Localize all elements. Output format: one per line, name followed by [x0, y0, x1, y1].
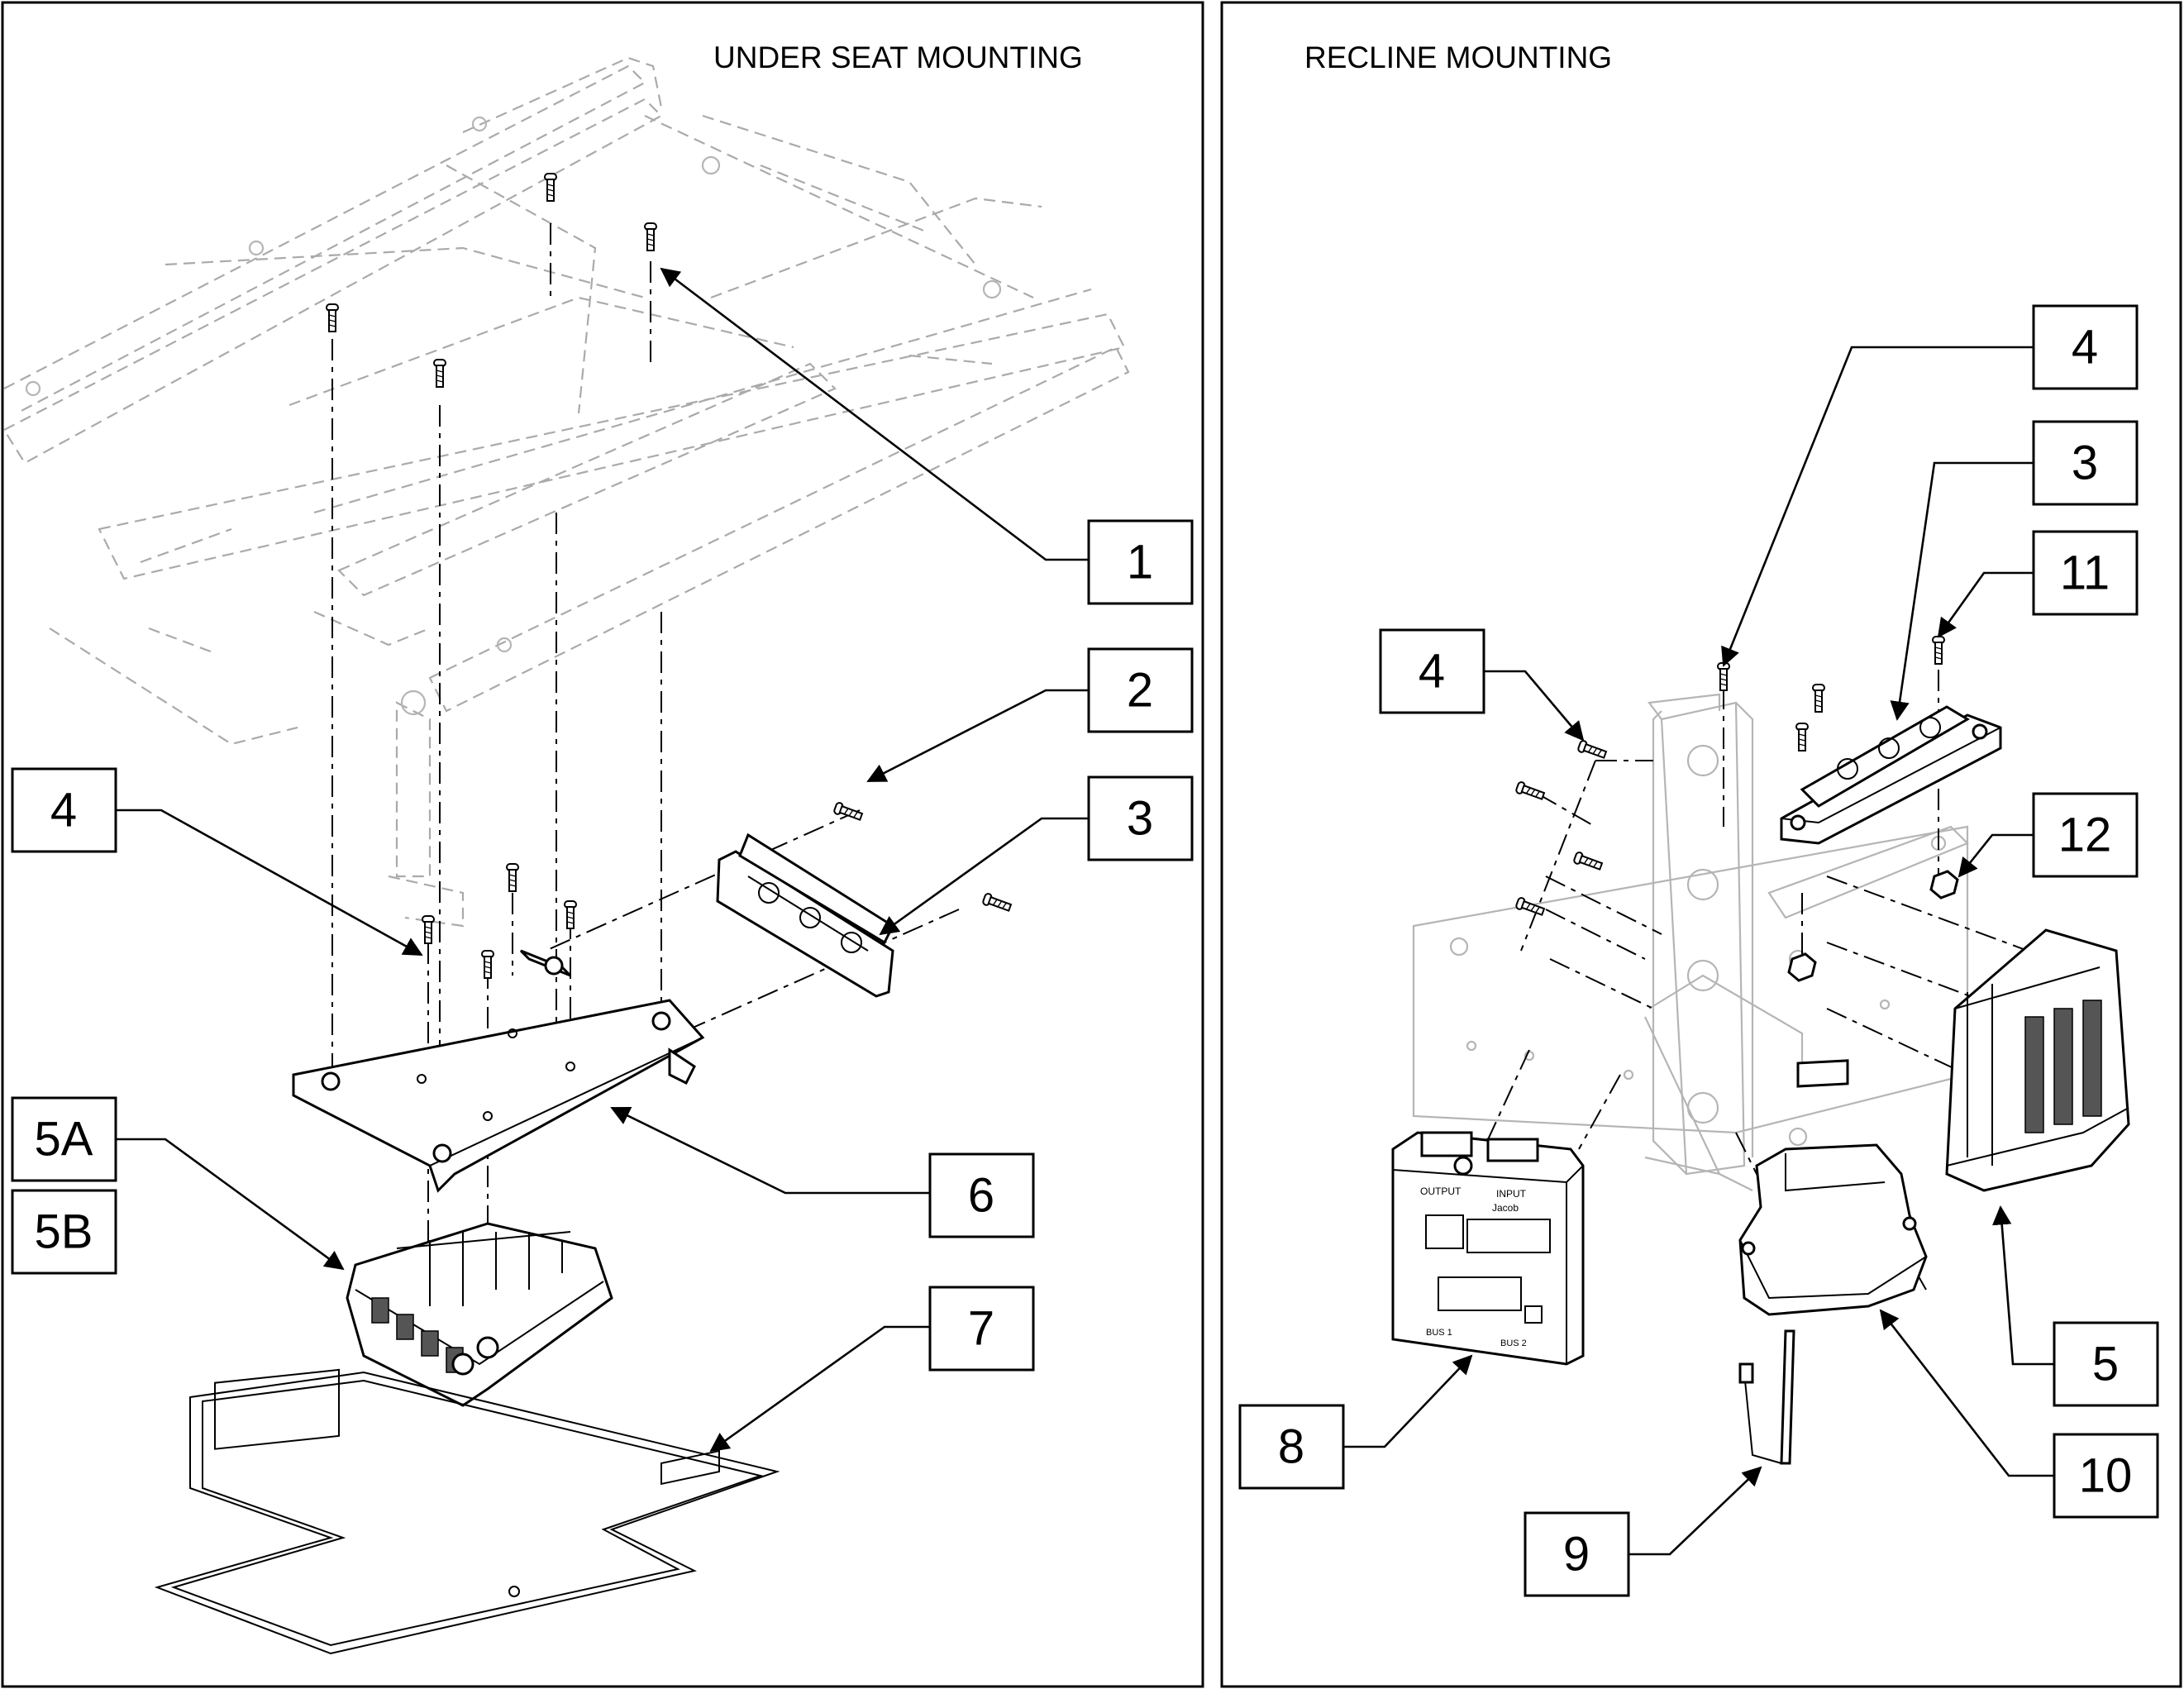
callout-3-recline: 3	[2032, 420, 2139, 506]
connector-bar-item-3	[1780, 705, 2002, 845]
panel-border-right	[1220, 1, 2182, 1688]
callout-10: 10	[2053, 1433, 2159, 1519]
callout-12: 12	[2032, 792, 2139, 878]
callout-1: 1	[1087, 519, 1194, 605]
module-item-5-recline	[1945, 928, 2130, 1192]
callout-6: 6	[928, 1152, 1035, 1238]
callout-4: 4	[11, 767, 117, 853]
screws-item-2	[832, 801, 1013, 914]
svg-text:7: 7	[968, 1302, 994, 1356]
label-brand: Jacob	[1492, 1202, 1519, 1214]
callout-5-recline: 5	[2053, 1321, 2159, 1407]
callout-4-top: 4	[2032, 304, 2139, 390]
connector-bracket-item-3	[716, 833, 894, 998]
callout-5a: 5A	[11, 1096, 117, 1182]
label-bus2: BUS 2	[1500, 1338, 1527, 1348]
cable-tie-item-9	[1738, 1329, 1795, 1465]
label-bus1: BUS 1	[1426, 1328, 1452, 1338]
nuts-item-12	[1787, 870, 1959, 982]
svg-text:2: 2	[1127, 664, 1153, 718]
svg-text:5A: 5A	[35, 1113, 93, 1167]
callout-4-left: 4	[1379, 628, 1485, 714]
panel-under-seat: UNDER SEAT MOUNTING	[1, 1, 1204, 1688]
svg-text:4: 4	[50, 784, 77, 837]
svg-text:3: 3	[2072, 437, 2098, 490]
svg-text:5B: 5B	[35, 1205, 93, 1259]
svg-text:8: 8	[1278, 1420, 1304, 1474]
gasket-item-7	[154, 1368, 780, 1655]
svg-text:6: 6	[968, 1169, 994, 1223]
callout-9: 9	[1524, 1511, 1630, 1597]
svg-text:3: 3	[1127, 792, 1153, 846]
module-item-5	[346, 1222, 613, 1407]
callout-11: 11	[2032, 530, 2139, 616]
leader-lines-right	[1343, 346, 2054, 1556]
label-input: INPUT	[1496, 1188, 1527, 1200]
svg-text:1: 1	[1127, 536, 1153, 589]
mounting-plate-item-6	[292, 949, 705, 1193]
svg-text:4: 4	[1419, 645, 1445, 699]
callout-2: 2	[1087, 647, 1194, 733]
leader-lines-left	[116, 267, 1089, 1453]
svg-text:10: 10	[2079, 1449, 2133, 1503]
cover-item-10	[1738, 1059, 1928, 1316]
label-output: OUTPUT	[1420, 1186, 1462, 1197]
seat-frame-ghost	[2, 56, 1130, 928]
callout-5b: 5B	[11, 1189, 117, 1275]
panel-recline: RECLINE MOUNTING	[1220, 1, 2182, 1688]
svg-text:9: 9	[1563, 1528, 1590, 1582]
svg-text:11: 11	[2060, 546, 2110, 600]
callout-8: 8	[1238, 1404, 1345, 1490]
mounting-screws-item-1	[326, 173, 657, 388]
svg-text:12: 12	[2058, 809, 2112, 862]
panel-border-left	[1, 1, 1204, 1688]
callout-7: 7	[928, 1286, 1035, 1372]
controller-item-8: OUTPUT INPUT Jacob BUS 1 BUS 2	[1391, 1131, 1585, 1366]
callout-3: 3	[1087, 775, 1194, 861]
svg-text:4: 4	[2072, 321, 2098, 375]
svg-text:5: 5	[2092, 1338, 2119, 1391]
panel-title-under-seat: UNDER SEAT MOUNTING	[713, 41, 1083, 74]
panel-title-recline: RECLINE MOUNTING	[1304, 41, 1612, 74]
